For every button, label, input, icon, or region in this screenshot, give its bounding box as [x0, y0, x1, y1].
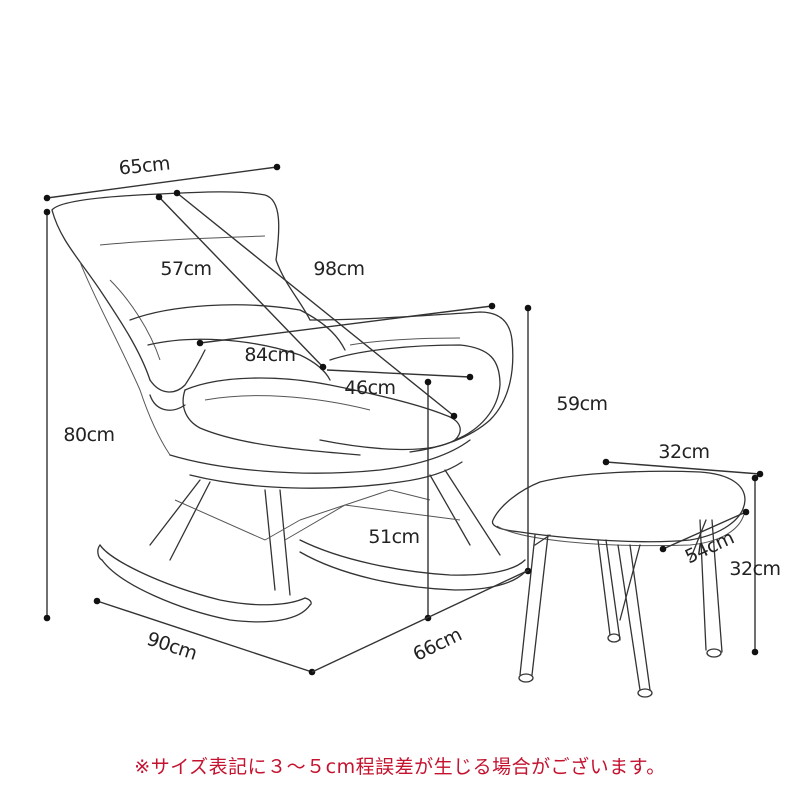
- label-seat-width: 46cm: [344, 377, 395, 399]
- dimension-labels: 65cm 57cm 98cm 84cm 46cm 80cm 59cm 51cm …: [63, 152, 781, 666]
- label-seat-depth: 57cm: [160, 258, 211, 280]
- label-stool-height: 32cm: [729, 558, 780, 580]
- label-stool-width: 32cm: [658, 441, 709, 463]
- label-base-width: 66cm: [410, 624, 466, 666]
- dimension-lines: [43, 163, 764, 676]
- rocking-chair-illustration: [51, 191, 526, 623]
- ottoman-illustration: [491, 470, 746, 698]
- label-arm-width: 84cm: [244, 344, 295, 366]
- label-back-height: 98cm: [313, 258, 364, 280]
- label-total-height: 80cm: [63, 424, 114, 446]
- size-tolerance-note: ※サイズ表記に３～５cm程誤差が生じる場合がございます。: [134, 756, 666, 778]
- label-base-length: 90cm: [144, 628, 199, 665]
- label-seat-height: 51cm: [368, 526, 419, 548]
- label-arm-height: 59cm: [556, 393, 607, 415]
- label-chair-width: 65cm: [118, 152, 171, 179]
